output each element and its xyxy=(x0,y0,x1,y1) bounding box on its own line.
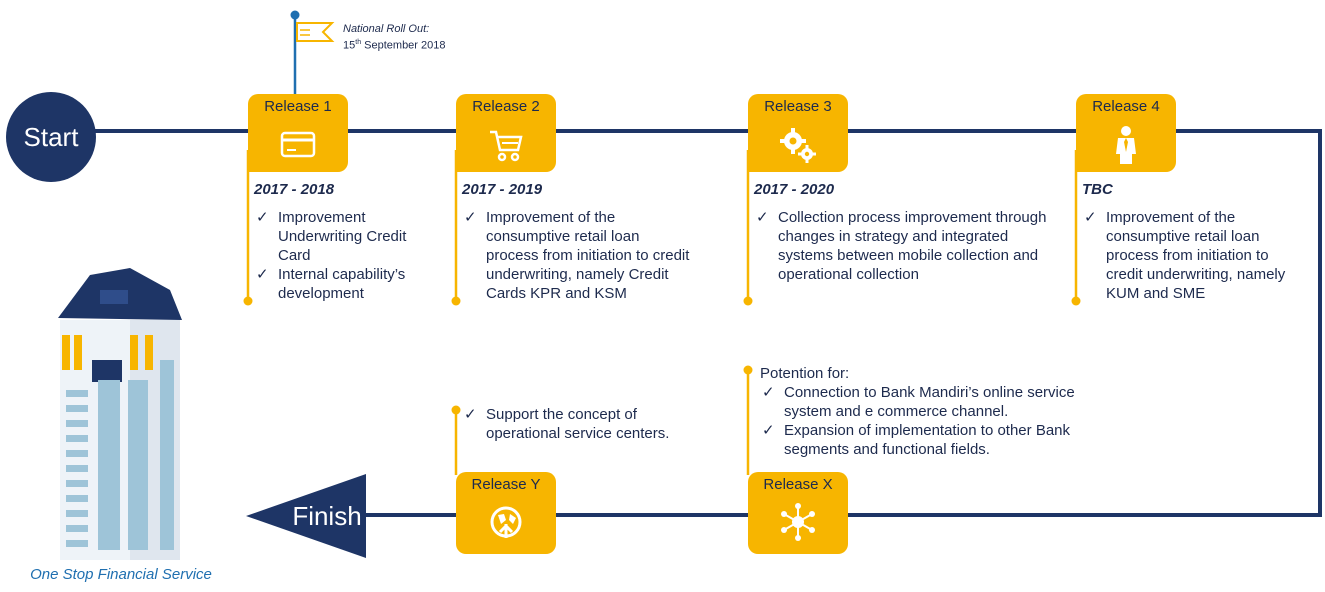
list-item: ✓Expansion of implementation to other Ba… xyxy=(762,422,1071,458)
release-label: Release X xyxy=(763,476,833,493)
release-3-description: ✓Collection process improvement through … xyxy=(754,208,1054,284)
release-1-box: Release 1 xyxy=(248,94,348,172)
service-center-icon xyxy=(490,506,522,538)
release-label: Release 4 xyxy=(1092,98,1160,115)
release-4-period: TBC xyxy=(1082,181,1113,198)
release-4-box: Release 4 xyxy=(1076,94,1176,172)
release-label: Release 1 xyxy=(264,98,332,115)
list-item: ✓Internal capability’s development xyxy=(256,266,406,302)
release-x-box: Release X xyxy=(748,472,848,554)
finish-arrow xyxy=(246,474,366,558)
list-item: ✓Connection to Bank Mandiri’s online ser… xyxy=(762,384,1075,420)
businessman-icon xyxy=(1116,126,1136,164)
building-caption: One Stop Financial Service xyxy=(30,566,212,583)
list-item: ✓Improvement of the consumptive retail l… xyxy=(464,209,690,302)
release-3-box: Release 3 xyxy=(748,94,848,172)
milestone-dot xyxy=(290,10,300,20)
release-2-description: ✓Improvement of the consumptive retail l… xyxy=(462,208,692,303)
flag-icon xyxy=(296,22,335,42)
building-illustration xyxy=(58,268,182,560)
gears-icon xyxy=(780,128,816,163)
release-y-box: Release Y xyxy=(456,472,556,554)
milestone-title: National Roll Out: xyxy=(343,23,430,35)
release-1-description: ✓Improvement Underwriting Credit Card ✓I… xyxy=(254,208,424,303)
release-1-period: 2017 - 2018 xyxy=(254,181,335,198)
release-label: Release Y xyxy=(471,476,541,493)
shopping-cart-icon xyxy=(490,130,523,162)
credit-card-icon xyxy=(280,131,316,158)
start-node: Start xyxy=(6,92,96,182)
release-2-period: 2017 - 2019 xyxy=(462,181,543,198)
release-4-description: ✓Improvement of the consumptive retail l… xyxy=(1082,208,1302,303)
list-item: ✓Collection process improvement through … xyxy=(756,209,1047,283)
network-icon xyxy=(781,503,815,541)
milestone-text: National Roll Out: 15th September 2018 xyxy=(343,22,446,53)
release-x-intro: Potention for: xyxy=(760,365,850,382)
release-2-box: Release 2 xyxy=(456,94,556,172)
release-3-period: 2017 - 2020 xyxy=(754,181,835,198)
release-label: Release 3 xyxy=(764,98,832,115)
finish-label: Finish xyxy=(292,500,362,531)
list-item: ✓Improvement Underwriting Credit Card xyxy=(256,209,407,264)
release-x-description: Potention for: ✓Connection to Bank Mandi… xyxy=(760,364,1120,459)
milestone-date: 15th September 2018 xyxy=(343,39,446,52)
list-item: ✓Support the concept of operational serv… xyxy=(464,406,670,442)
release-y-description: ✓Support the concept of operational serv… xyxy=(462,405,692,443)
list-item: ✓Improvement of the consumptive retail l… xyxy=(1084,209,1286,302)
release-label: Release 2 xyxy=(472,98,540,115)
